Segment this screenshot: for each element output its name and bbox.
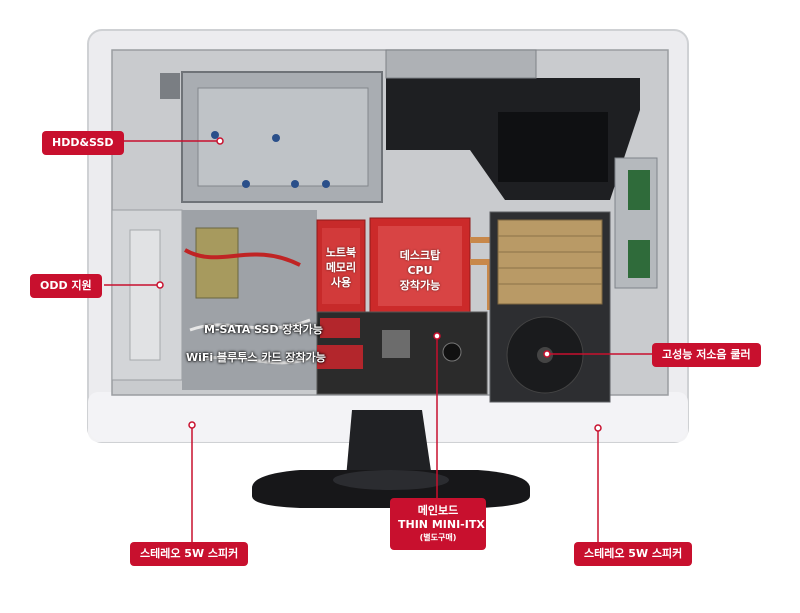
speaker-right-callout: 스테레오 5W 스피커 <box>574 542 693 566</box>
mainboard <box>316 311 488 395</box>
side-board <box>614 157 658 289</box>
mainboard-callout-note: (별도구매) <box>419 533 457 542</box>
leader-lines <box>104 137 652 542</box>
speaker-left-callout: 스테레오 5W 스피커 <box>130 542 249 566</box>
mainboard-callout-line1: 메인보드 <box>417 504 459 517</box>
leader-cooler-dot <box>543 350 551 358</box>
leader-speaker-right-dot <box>594 424 602 432</box>
cooling-fan-icon <box>489 211 611 403</box>
cooler-callout: 고성능 저소음 쿨러 <box>652 343 761 367</box>
leader-mainboard-dot <box>433 332 441 340</box>
top-bracket <box>385 49 640 200</box>
hdd-cage-icon <box>160 71 383 203</box>
hdd-ssd-callout: HDD&SSD <box>42 131 124 155</box>
laptop-memory-label: 노트북 메모리 사용 <box>325 246 357 289</box>
leader-hdd-dot <box>216 137 224 145</box>
desktop-cpu-label: 데스크탑 CPU 장착가능 <box>399 249 441 292</box>
odd-drive-icon <box>111 209 183 381</box>
leader-odd-dot <box>156 281 164 289</box>
odd-callout: ODD 지원 <box>30 274 102 298</box>
mainboard-callout: 메인보드 THIN MINI-ITX (별도구매) <box>390 498 486 550</box>
msata-ssd-label: M-SATA SSD 장착가능 <box>204 323 323 336</box>
leader-speaker-left-dot <box>188 421 196 429</box>
mainboard-callout-line2: THIN MINI-ITX <box>398 518 485 531</box>
memory-module-icon <box>316 219 366 313</box>
cable-area <box>182 210 317 390</box>
wifi-bluetooth-label: WiFi 블루투스 카드 장착가능 <box>186 351 326 364</box>
